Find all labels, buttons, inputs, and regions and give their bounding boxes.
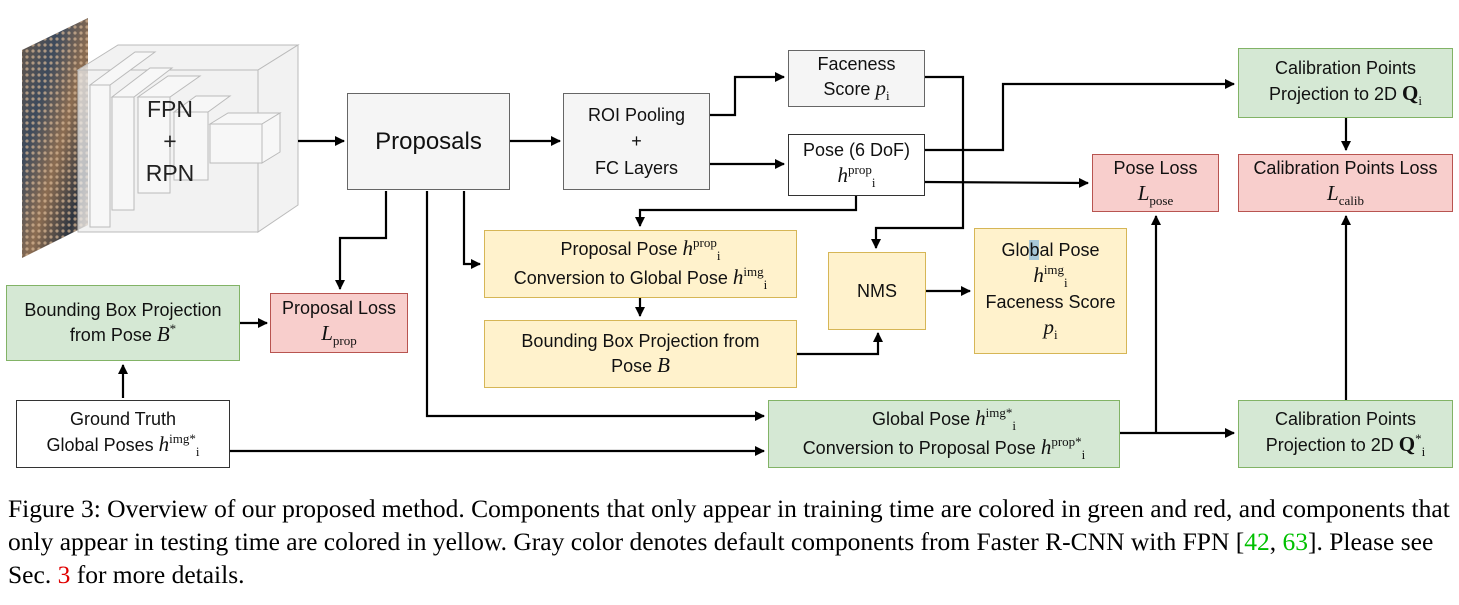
calib-loss-box: Calibration Points Loss Lcalib: [1238, 154, 1453, 212]
gtp-line1: Global Pose: [872, 408, 976, 429]
calib-loss-sub: calib: [1338, 192, 1364, 208]
ground-truth-box: Ground Truth Global Poses himg*i: [16, 400, 230, 468]
gpo-p-symbol: p: [1043, 314, 1054, 339]
gpo-sup: img: [1043, 261, 1065, 277]
pose6dof-sup: prop: [848, 161, 872, 177]
roi-line3: FC Layers: [594, 157, 679, 178]
gpo-line1-c: al Pose: [1039, 240, 1100, 261]
calib-bot-symbol: Q: [1398, 431, 1416, 456]
calib-loss-line1: Calibration Points Loss: [1253, 158, 1438, 179]
bbox-symbol: B: [657, 353, 670, 378]
ppc-l1-sup: prop: [693, 234, 717, 250]
crowd-image: [22, 18, 88, 258]
gtp-l1-sup: img*: [985, 404, 1013, 420]
gpo-symbol: h: [1033, 262, 1044, 287]
gtp-l1-sub: i: [1012, 417, 1016, 433]
gpo-line1-b: b: [1029, 240, 1040, 261]
roi-pooling-box: ROI Pooling + FC Layers: [563, 93, 710, 190]
bbox-gt-symbol: B: [156, 322, 170, 347]
calib-bot-sub: i: [1421, 443, 1426, 459]
rpn-label: RPN: [145, 160, 195, 186]
gpo-sub: i: [1064, 274, 1068, 290]
pose6dof-symbol: h: [837, 162, 849, 187]
faceness-sub: i: [885, 88, 890, 104]
calib-bot-line2: Projection to 2D: [1265, 434, 1399, 455]
global-pose-output-box: Global Pose himgi Faceness Score pi: [974, 228, 1127, 354]
calib-top-line1: Calibration Points: [1274, 58, 1417, 79]
ppc-l1-symbol: h: [682, 235, 694, 260]
caption-part2: ]. Please see Sec.: [8, 527, 1434, 589]
plus-label: +: [163, 128, 177, 154]
ppc-line2: Conversion to Global Pose: [513, 268, 733, 288]
caption-ref-63[interactable]: 63: [1282, 527, 1308, 556]
ppc-l2-symbol: h: [732, 265, 744, 289]
nms-box: NMS: [828, 252, 926, 330]
pose-loss-symbol: L: [1137, 180, 1150, 205]
caption-part3: for more details.: [70, 560, 245, 589]
calib-top-symbol: Q: [1402, 80, 1419, 105]
roi-line1: ROI Pooling: [587, 104, 686, 125]
ppc-l2-sub: i: [763, 277, 768, 293]
gpo-line3: Faceness Score: [985, 292, 1116, 312]
feature-slabs: [88, 51, 282, 228]
bbox-gt-line2: from Pose: [69, 325, 157, 346]
calib-projection-top-box: Calibration Points Projection to 2D Qi: [1238, 48, 1453, 118]
calib-loss-symbol: L: [1327, 180, 1339, 205]
proposals-label: Proposals: [375, 127, 482, 155]
bbox-projection-box: Bounding Box Projection from Pose B: [484, 320, 797, 388]
gtp-line2: Conversion to Proposal Pose: [802, 438, 1041, 458]
caption-sep: ,: [1269, 527, 1283, 556]
faceness-line1: Faceness: [817, 53, 896, 74]
gpo-line1-a: Glo: [1001, 240, 1030, 261]
calib-top-sub: i: [1418, 92, 1423, 108]
caption-ref-42[interactable]: 42: [1244, 527, 1270, 556]
gt-sup: img*: [169, 430, 196, 446]
gtp-l2-symbol: h: [1040, 435, 1052, 459]
nms-label: NMS: [857, 280, 897, 301]
caption-ref-sec3[interactable]: 3: [57, 560, 71, 589]
faceness-score-box: Faceness Score pi: [788, 50, 925, 107]
bbox-line2: Pose: [611, 356, 658, 377]
calib-top-line2: Projection to 2D: [1268, 83, 1403, 104]
ppc-l1-sub: i: [716, 247, 721, 263]
diagram-wires: [22, 18, 1351, 456]
bbox-line1: Bounding Box Projection from: [521, 330, 760, 351]
pose6dof-line1: Pose (6 DoF): [802, 140, 911, 161]
gt-symbol: h: [158, 431, 170, 456]
pose6dof-sub: i: [871, 174, 876, 190]
pose-loss-box: Pose Loss Lpose: [1092, 154, 1219, 212]
proposal-loss-line1: Proposal Loss: [281, 298, 397, 319]
pose-6dof-box: Pose (6 DoF) hpropi: [788, 134, 925, 196]
bbox-gt-sup: *: [169, 321, 177, 337]
gtp-l2-sup: prop*: [1051, 434, 1082, 449]
faceness-symbol: p: [875, 76, 886, 101]
proposals-box: Proposals: [347, 93, 510, 190]
calib-bot-sup: *: [1415, 430, 1422, 446]
pose-loss-line1: Pose Loss: [1113, 158, 1198, 179]
proposal-loss-sub: prop: [332, 332, 357, 348]
ppc-l2-sup: img: [743, 264, 764, 279]
proposal-pose-conversion-box: Proposal Pose hpropi Conversion to Globa…: [484, 230, 797, 298]
gpo-p-sub: i: [1053, 326, 1058, 342]
ppc-line1: Proposal Pose: [560, 238, 683, 259]
pose-loss-sub: pose: [1149, 192, 1174, 208]
proposal-loss-symbol: L: [321, 320, 333, 345]
roi-line2: +: [631, 131, 642, 152]
faceness-line2: Score: [823, 79, 876, 100]
fpn-label: FPN: [147, 96, 193, 122]
bbox-gt-line1: Bounding Box Projection: [24, 299, 222, 320]
proposal-loss-box: Proposal Loss Lprop: [270, 293, 408, 353]
connectors: [118, 72, 1351, 456]
caption-part1: Figure 3: Overview of our proposed metho…: [8, 494, 1450, 556]
global-to-proposal-conversion-box: Global Pose himg*i Conversion to Proposa…: [768, 400, 1120, 468]
gt-sub: i: [195, 443, 200, 459]
bbox-gt-projection-box: Bounding Box Projection from Pose B*: [6, 285, 240, 361]
figure-caption: Figure 3: Overview of our proposed metho…: [8, 492, 1453, 591]
gt-line1: Ground Truth: [69, 409, 177, 430]
gtp-l1-symbol: h: [975, 405, 986, 430]
calib-projection-bottom-box: Calibration Points Projection to 2D Q*i: [1238, 400, 1453, 468]
calib-bot-line1: Calibration Points: [1274, 409, 1417, 430]
gtp-l2-sub: i: [1081, 447, 1086, 463]
gt-line2: Global Poses: [46, 434, 159, 455]
